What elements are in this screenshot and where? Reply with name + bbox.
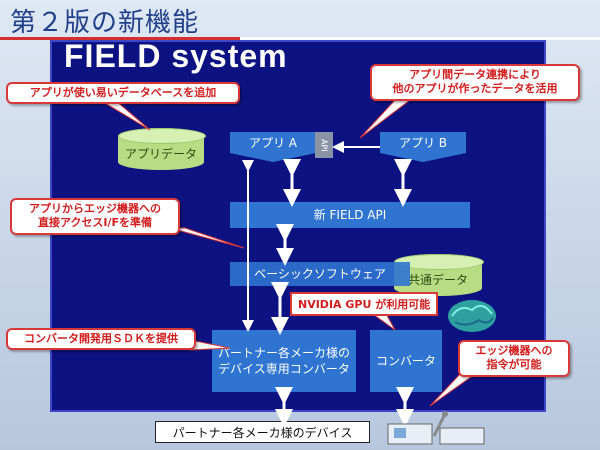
app-a-label: アプリ A	[248, 135, 298, 150]
partner-converter-line2: デバイス専用コンバータ	[218, 362, 350, 376]
basic-software-label: ベーシックソフトウェア	[254, 266, 386, 281]
converter-label: コンバータ	[375, 353, 436, 368]
pointer-edge-command	[429, 371, 480, 407]
callout-edge-command-line2: 指令が可能	[486, 358, 542, 372]
slide-title: 第２版の新機能	[10, 8, 200, 38]
callout-sdk-text: コンバータ開発用ＳＤＫを提供	[24, 332, 178, 345]
title-rule	[0, 37, 600, 40]
app-b-label: アプリ B	[398, 135, 448, 150]
basic-software-bar: ベーシックソフトウェア	[230, 262, 410, 286]
callout-edge-access-line1: アプリからエッジ機器への	[29, 202, 161, 215]
board-title: FIELD system	[64, 38, 288, 74]
pointer-edge-access	[169, 227, 245, 249]
callout-database: アプリが使い易いデータベースを追加	[6, 82, 240, 105]
callout-sdk: コンバータ開発用ＳＤＫを提供	[6, 328, 196, 351]
callout-gpu: NVIDIA GPU が利用可能	[290, 292, 439, 316]
pointer-database	[98, 99, 151, 131]
common-data-label: 共通データ	[407, 272, 468, 287]
gpu-brain-icon	[448, 300, 496, 332]
partner-converter-line1: パートナー各メーカ様の	[217, 345, 350, 360]
callout-edge-command-line1: エッジ機器への	[475, 344, 553, 357]
partner-converter-box: パートナー各メーカ様の デバイス専用コンバータ	[212, 330, 356, 392]
callout-database-text: アプリが使い易いデータベースを追加	[29, 86, 217, 99]
callout-app-linkage: アプリ間データ連携により 他のアプリが作ったデータを活用	[370, 64, 580, 101]
callout-edge-command: エッジ機器への 指令が可能	[458, 340, 570, 377]
app-data-cylinder: アプリデータ	[118, 128, 206, 170]
app-data-label: アプリデータ	[124, 146, 197, 161]
field-api-label: 新 FIELD API	[313, 207, 387, 222]
callout-edge-access-line2: 直接アクセスI/Fを準備	[37, 216, 153, 230]
callout-gpu-text: NVIDIA GPU が利用可能	[298, 298, 431, 311]
edge-machine-icon	[387, 411, 485, 445]
pointer-app-linkage	[359, 99, 412, 139]
api-tab: API	[315, 132, 333, 158]
callout-edge-access: アプリからエッジ機器への 直接アクセスI/Fを準備	[10, 198, 180, 235]
callout-app-linkage-line1: アプリ間データ連携により	[409, 68, 541, 81]
converter-box: コンバータ	[370, 330, 442, 392]
callout-app-linkage-line2: 他のアプリが作ったデータを活用	[392, 82, 558, 96]
partner-devices-label: パートナー各メーカ様のデバイス	[172, 425, 353, 440]
field-api-bar: 新 FIELD API	[230, 202, 470, 228]
partner-devices-box: パートナー各メーカ様のデバイス	[155, 421, 370, 443]
